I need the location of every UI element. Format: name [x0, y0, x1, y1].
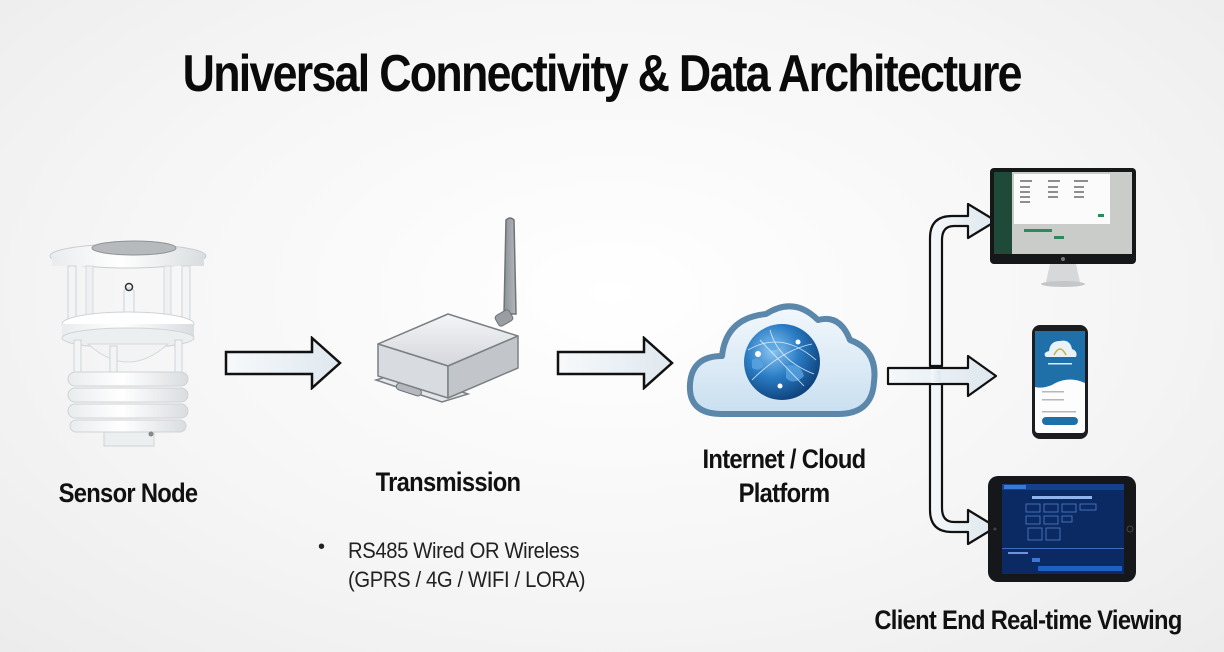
cloud-label-line-1: Internet / Cloud	[702, 444, 867, 474]
bullet-line-1: RS485 Wired OR Wireless	[348, 538, 580, 563]
weather-sensor-icon	[49, 240, 207, 447]
cloud-label-line-2: Platform	[738, 478, 830, 508]
tablet-icon	[988, 476, 1136, 582]
bullet-line-2: (GPRS / 4G / WIFI / LORA)	[348, 567, 586, 592]
arrow-right-icon	[556, 336, 674, 390]
client-end-label: Client End Real-time Viewing	[874, 605, 1182, 635]
transmission-label: Transmission	[375, 467, 521, 497]
cloud-globe-icon	[686, 303, 878, 417]
branch-arrows-icon	[886, 202, 998, 546]
smartphone-icon	[1032, 325, 1088, 439]
arrow-right-icon	[224, 336, 342, 390]
cloud-platform-label: Internet / Cloud Platform	[687, 442, 881, 510]
bullet-icon: •	[318, 536, 326, 558]
desktop-monitor-icon	[990, 168, 1136, 287]
transmitter-icon	[373, 217, 519, 403]
sensor-node-label: Sensor Node	[58, 478, 199, 508]
diagram-title: Universal Connectivity & Data Architectu…	[182, 45, 1023, 103]
